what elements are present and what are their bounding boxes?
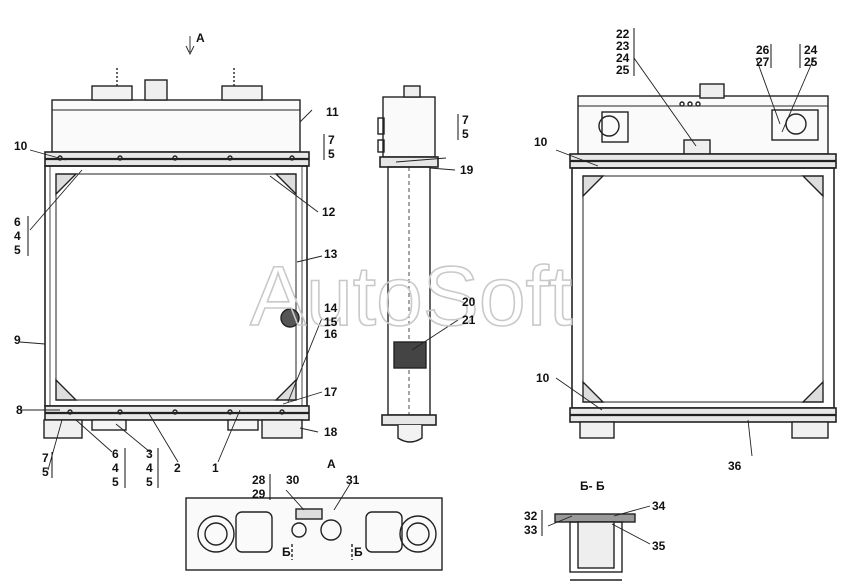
callout-29: 29 xyxy=(252,487,266,501)
top-tank xyxy=(51,99,301,153)
callout-2: 2 xyxy=(174,461,181,475)
callout-27: 27 xyxy=(756,55,770,69)
callout-36: 36 xyxy=(728,459,742,473)
callout-5: 5 xyxy=(146,475,153,489)
callout-19: 19 xyxy=(460,163,474,177)
callout-12: 12 xyxy=(322,205,336,219)
bracket-22-25 xyxy=(683,139,711,155)
callout-10rb: 10 xyxy=(536,371,550,385)
callout-11: 11 xyxy=(326,105,339,119)
callout-10r: 10 xyxy=(534,135,548,149)
callout-5b: 5 xyxy=(112,475,119,489)
callout-23: 23 xyxy=(616,39,630,53)
callout-22: 22 xyxy=(616,27,630,41)
callout-21: 21 xyxy=(462,313,476,327)
callout-1: 1 xyxy=(212,461,219,475)
radiator-core xyxy=(55,173,297,401)
callout-7t: 7 xyxy=(328,133,335,147)
callout-24r: 24 xyxy=(804,43,818,57)
side-view xyxy=(377,85,439,443)
callout-17: 17 xyxy=(324,385,338,399)
view-a-arrow-label: А xyxy=(196,31,205,45)
callout-3: 3 xyxy=(146,447,153,461)
callout-28: 28 xyxy=(252,473,266,487)
callout-20: 20 xyxy=(462,295,476,309)
callout-5s: 5 xyxy=(462,127,469,141)
callout-labels: 1 2 3 4 5 6 4 5 7 5 8 9 6 4 5 10 11 7 5 … xyxy=(14,27,818,553)
callout-33: 33 xyxy=(524,523,538,537)
callout-5t: 5 xyxy=(328,147,335,161)
section-title: Б- Б xyxy=(580,479,605,493)
callout-4l: 4 xyxy=(14,229,21,243)
section-mark-right: Б xyxy=(354,545,363,559)
view-a xyxy=(185,497,443,571)
front-view xyxy=(43,68,310,439)
callout-15: 15 xyxy=(324,315,338,329)
watermark: AutoSoft xyxy=(250,249,572,343)
callout-26: 26 xyxy=(756,43,770,57)
side-hose xyxy=(393,341,427,369)
callout-7s: 7 xyxy=(462,113,469,127)
callout-24: 24 xyxy=(616,51,630,65)
callout-10: 10 xyxy=(14,139,28,153)
callout-4b: 4 xyxy=(112,461,119,475)
callout-7: 7 xyxy=(42,451,49,465)
callout-13: 13 xyxy=(324,247,338,261)
view-a-title: А xyxy=(327,457,336,471)
callout-6l: 6 xyxy=(14,215,21,229)
callout-32: 32 xyxy=(524,509,538,523)
section-mark-left: Б xyxy=(282,545,291,559)
callout-30: 30 xyxy=(286,473,300,487)
section-b-b xyxy=(554,513,636,581)
callout-6: 6 xyxy=(112,447,119,461)
callout-5l: 5 xyxy=(14,243,21,257)
right-support xyxy=(261,419,303,439)
callout-18: 18 xyxy=(324,425,338,439)
rear-frame xyxy=(571,167,835,409)
callout-31: 31 xyxy=(346,473,360,487)
callout-9: 9 xyxy=(14,333,21,347)
side-top-tank xyxy=(382,96,436,158)
rear-view xyxy=(569,83,837,439)
callout-25r: 25 xyxy=(804,55,818,69)
callout-5c: 5 xyxy=(42,465,49,479)
callout-34: 34 xyxy=(652,499,666,513)
callout-35: 35 xyxy=(652,539,666,553)
callout-14: 14 xyxy=(324,301,338,315)
left-support xyxy=(43,419,83,439)
mesh-patch xyxy=(280,308,300,328)
callout-25: 25 xyxy=(616,63,630,77)
leader-lines xyxy=(19,36,815,545)
callout-brackets xyxy=(27,28,801,536)
callout-4: 4 xyxy=(146,461,153,475)
callout-8: 8 xyxy=(16,403,23,417)
callout-16: 16 xyxy=(324,327,338,341)
